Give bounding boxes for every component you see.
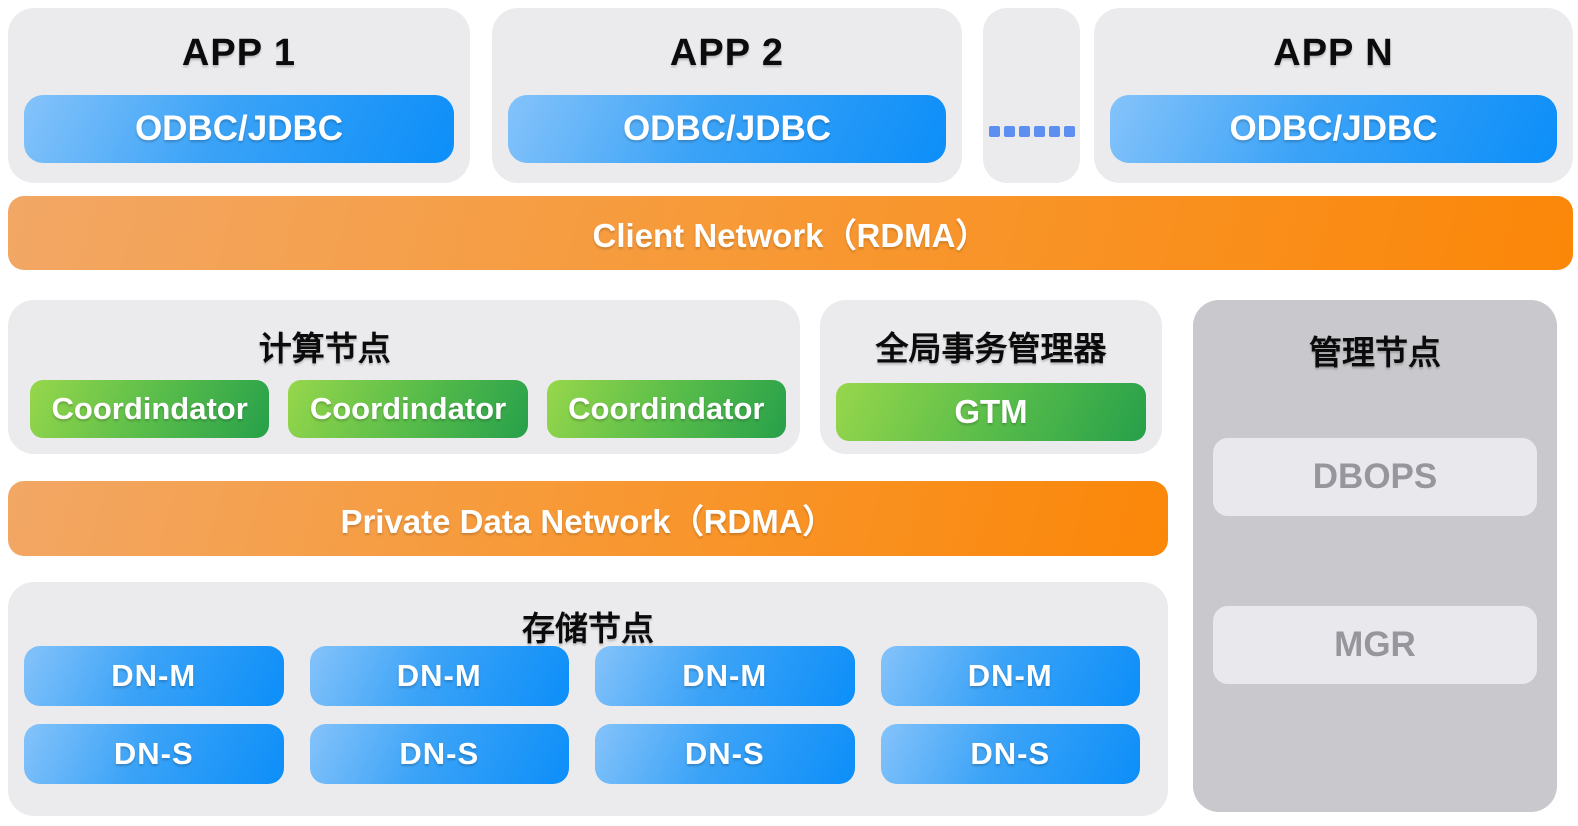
ellipsis-dots-icon	[983, 126, 1080, 137]
management-node-box: 管理节点 DBOPS MGR	[1193, 300, 1557, 812]
datanode-grid: DN-M DN-M DN-M DN-M DN-S DN-S DN-S DN-S	[24, 646, 1140, 784]
compute-node-title: 计算节点	[258, 330, 391, 367]
dn-s-pill-4: DN-S	[880, 724, 1140, 784]
app-n-box: APP N ODBC/JDBC	[1094, 8, 1573, 183]
gtm-title: 全局事务管理器	[875, 330, 1107, 367]
management-node-title: 管理节点	[1309, 334, 1441, 371]
storage-node-box: 存储节点 DN-M DN-M DN-M DN-M DN-S DN-S DN-S …	[8, 582, 1168, 816]
app-1-odbc-jdbc-pill: ODBC/JDBC	[24, 95, 454, 163]
app-n-odbc-jdbc-pill: ODBC/JDBC	[1110, 95, 1557, 163]
coordinator-pill-1: Coordindator	[30, 380, 270, 438]
dn-m-pill-3: DN-M	[595, 646, 855, 706]
dn-m-pill-1: DN-M	[24, 646, 284, 706]
app-1-box: APP 1 ODBC/JDBC	[8, 8, 470, 183]
dbops-pill: DBOPS	[1213, 438, 1537, 516]
more-apps-box	[983, 8, 1080, 183]
storage-node-title: 存储节点	[522, 610, 654, 647]
gtm-box: 全局事务管理器 GTM	[820, 300, 1162, 454]
compute-node-box: 计算节点 Coordindator Coordindator Coordinda…	[8, 300, 800, 454]
dn-s-pill-3: DN-S	[595, 724, 855, 784]
app-2-odbc-jdbc-pill: ODBC/JDBC	[508, 95, 946, 163]
client-network-bar: Client Network（RDMA）	[8, 196, 1573, 270]
gtm-pill: GTM	[836, 383, 1146, 441]
app-2-title: APP 2	[669, 32, 785, 74]
app-2-box: APP 2 ODBC/JDBC	[492, 8, 962, 183]
private-data-network-bar: Private Data Network（RDMA）	[8, 481, 1168, 556]
dn-m-pill-4: DN-M	[880, 646, 1140, 706]
coordinator-pill-3: Coordindator	[546, 380, 786, 438]
coordinator-pill-2: Coordindator	[288, 380, 528, 438]
app-n-title: APP N	[1273, 32, 1394, 74]
app-1-title: APP 1	[181, 32, 297, 74]
dn-s-pill-2: DN-S	[309, 724, 569, 784]
dn-m-pill-2: DN-M	[309, 646, 569, 706]
mgr-pill: MGR	[1213, 606, 1537, 684]
coordinator-row: Coordindator Coordindator Coordindator	[30, 380, 786, 438]
dn-s-pill-1: DN-S	[24, 724, 284, 784]
